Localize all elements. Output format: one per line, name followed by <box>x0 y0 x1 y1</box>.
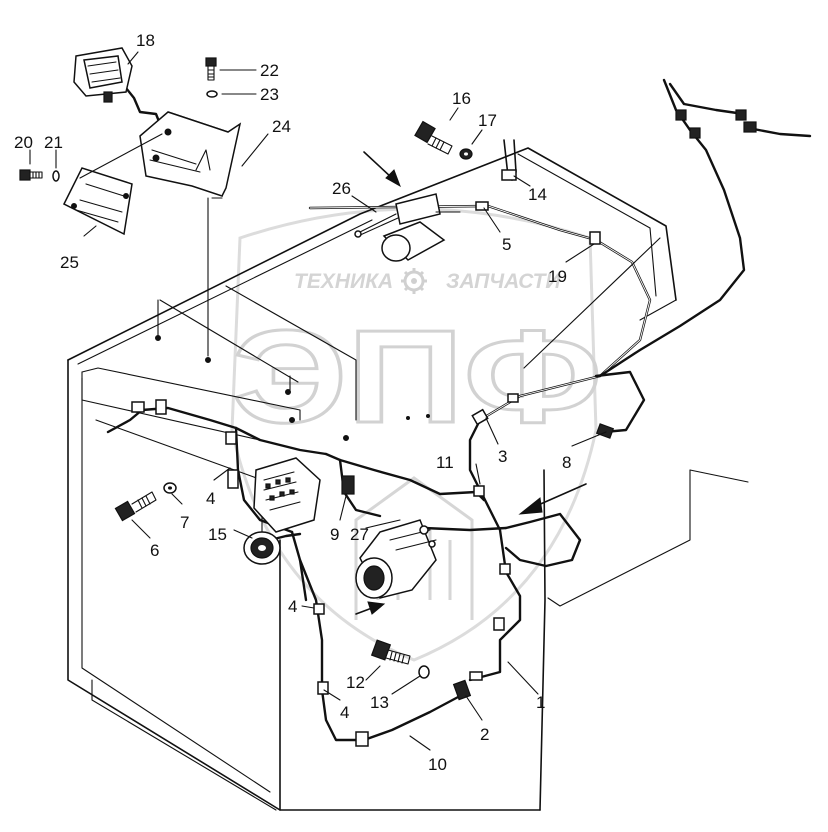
washer-23 <box>206 90 218 98</box>
callout-4-lower: 4 <box>340 703 349 722</box>
callout-21: 21 <box>44 133 63 152</box>
callout-1: 1 <box>536 693 545 712</box>
watermark-monogram: ЭПФ <box>232 303 602 450</box>
callout-23: 23 <box>260 85 279 104</box>
connector-left <box>131 399 239 489</box>
horn-15 <box>243 531 281 565</box>
clip-11 <box>473 485 485 497</box>
callout-7: 7 <box>180 513 189 532</box>
callout-20: 20 <box>14 133 33 152</box>
callout-15: 15 <box>208 525 227 544</box>
connector-2 <box>452 671 483 701</box>
callout-14: 14 <box>528 185 547 204</box>
pipe-14 <box>501 139 517 181</box>
callout-19: 19 <box>548 267 567 286</box>
watermark-brand-left: ТЕХНИКА <box>294 270 393 293</box>
connector-right-top <box>675 109 757 139</box>
callout-12: 12 <box>346 673 365 692</box>
callout-4-upper: 4 <box>206 489 215 508</box>
callout-8: 8 <box>562 453 571 472</box>
washer-21 <box>52 170 60 182</box>
gear-icon <box>401 268 427 294</box>
bolt-16 <box>414 120 453 155</box>
wiper-motor-27 <box>355 519 437 599</box>
cab-body <box>67 147 749 811</box>
work-lamp-18 <box>73 47 133 103</box>
clip-19 <box>589 231 601 245</box>
callout-18: 18 <box>136 31 155 50</box>
callout-10: 10 <box>428 755 447 774</box>
callout-26: 26 <box>332 179 351 198</box>
callout-13: 13 <box>370 693 389 712</box>
callout-17: 17 <box>478 111 497 130</box>
callout-numbers: 1 2 3 4 4 4 5 6 7 8 9 10 11 12 13 14 15 … <box>14 31 571 774</box>
clip-4-lower <box>317 681 329 695</box>
clip-4-upper <box>225 431 237 445</box>
connector-5 <box>475 201 489 211</box>
bolt-6 <box>114 491 157 522</box>
wire-harness <box>106 78 812 742</box>
callout-22: 22 <box>260 61 279 80</box>
callout-16: 16 <box>452 89 471 108</box>
plate-25 <box>62 167 133 236</box>
connector-3 <box>471 393 519 426</box>
clip-4-middle <box>313 603 325 615</box>
callout-27: 27 <box>350 525 369 544</box>
bolt-20 <box>19 169 43 181</box>
callout-9: 9 <box>330 525 339 544</box>
callout-11: 11 <box>436 453 454 472</box>
connector-1 <box>493 563 511 631</box>
callout-2: 2 <box>480 725 489 744</box>
motor-26 <box>354 193 461 262</box>
connector-9 <box>341 475 355 495</box>
washer-7 <box>163 482 177 494</box>
bolt-12 <box>370 639 411 665</box>
callout-5: 5 <box>502 235 511 254</box>
leader-lines <box>29 51 661 751</box>
switch-panel <box>253 457 321 533</box>
callout-25: 25 <box>60 253 79 272</box>
callout-4-middle: 4 <box>288 597 297 616</box>
callout-6: 6 <box>150 541 159 560</box>
bolt-22 <box>205 57 217 81</box>
connector-10 <box>355 731 369 747</box>
bracket-24 <box>139 111 242 198</box>
watermark: ТЕХНИКА ЗАПЧАСТИ ЭПФ <box>230 207 604 662</box>
watermark-brand-right: ЗАПЧАСТИ <box>446 270 561 293</box>
washer-13 <box>418 665 430 679</box>
arrow-icon <box>355 151 587 615</box>
callout-3: 3 <box>498 447 507 466</box>
washer-17 <box>459 148 473 160</box>
callout-24: 24 <box>272 117 291 136</box>
